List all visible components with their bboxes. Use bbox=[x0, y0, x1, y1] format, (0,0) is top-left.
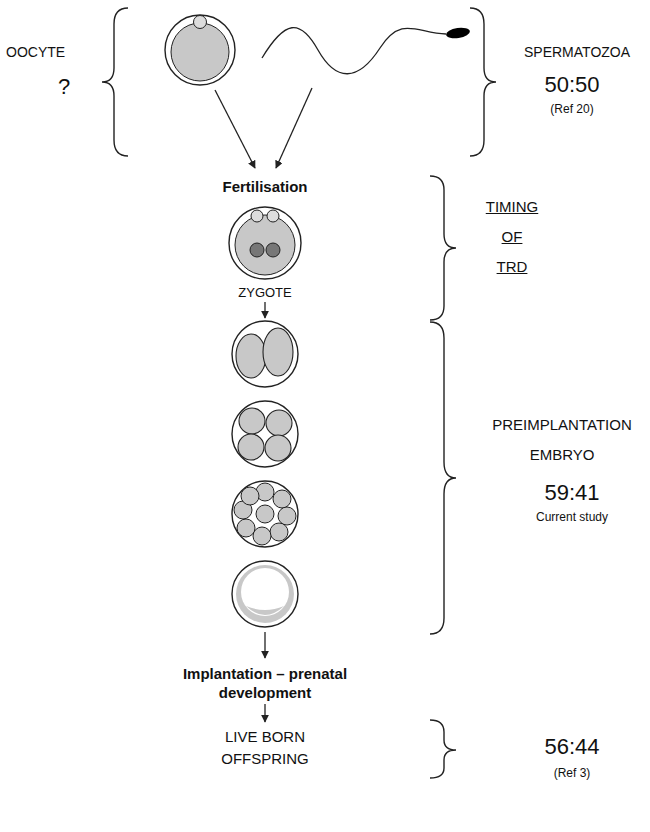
stage-name: Fertilisation bbox=[222, 178, 307, 196]
study-note: Current study bbox=[536, 510, 608, 524]
arrow bbox=[264, 704, 265, 722]
ratio: 59:41 bbox=[544, 480, 599, 506]
brace bbox=[102, 8, 128, 156]
oocyte bbox=[165, 15, 235, 85]
stage-name: Implantation – prenatal development bbox=[160, 664, 370, 702]
timing-label: TIMING OF TRD bbox=[486, 192, 539, 282]
two-cell-embryo bbox=[232, 321, 298, 387]
stage-name: ZYGOTE bbox=[238, 285, 291, 301]
part-name: SPERMATOZOA bbox=[524, 44, 630, 61]
brace bbox=[470, 8, 496, 156]
arrow bbox=[215, 90, 255, 168]
arrow bbox=[276, 88, 312, 168]
stage-name: PREIMPLANTATION EMBRYO bbox=[492, 410, 631, 470]
unknown-mark: ? bbox=[58, 74, 70, 100]
blastocyst bbox=[232, 561, 298, 627]
brace bbox=[430, 720, 456, 778]
four-cell-embryo bbox=[232, 401, 298, 467]
brace bbox=[430, 176, 456, 320]
spermatozoon bbox=[262, 26, 471, 73]
zygote bbox=[229, 207, 301, 279]
part-name: OOCYTE bbox=[6, 44, 65, 61]
brace bbox=[430, 322, 456, 634]
arrow bbox=[264, 302, 265, 318]
ratio: 50:50 bbox=[544, 72, 599, 98]
reference: (Ref 3) bbox=[554, 766, 591, 780]
eight-cell-embryo bbox=[232, 481, 298, 547]
arrow bbox=[264, 632, 265, 658]
stage-name: LIVE BORN OFFSPRING bbox=[195, 726, 335, 770]
reference: (Ref 20) bbox=[550, 102, 593, 116]
ratio: 56:44 bbox=[544, 734, 599, 760]
